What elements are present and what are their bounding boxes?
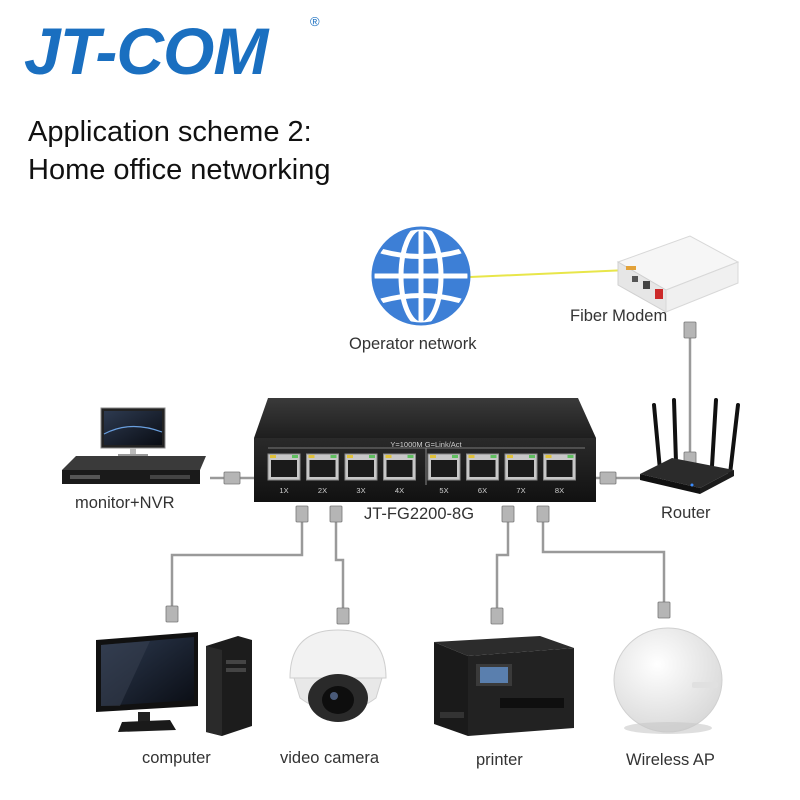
- switch-port-5x: [427, 453, 461, 481]
- port-label-2x: 2X: [317, 486, 328, 495]
- switch-legend: Y=1000M G=Link/Act: [390, 440, 462, 449]
- port-label-7x: 7X: [516, 486, 526, 495]
- port-label-5x: 5X: [439, 486, 449, 495]
- brand-logo: JT-COM: [24, 14, 268, 88]
- cable-printer: [495, 510, 510, 612]
- switch-device: [254, 398, 596, 502]
- wireless-ap-icon: [613, 627, 723, 734]
- port-label-8x: 8X: [554, 486, 565, 495]
- port-label-1x: 1X: [279, 486, 289, 495]
- monitor-nvr-label: monitor+NVR: [75, 494, 175, 512]
- switch-model-label: JT-FG2200-8G: [364, 505, 475, 523]
- cable-ap: [541, 510, 666, 606]
- fiber-modem-icon: [616, 235, 740, 313]
- video-camera-icon: [289, 629, 387, 722]
- globe-icon: [371, 225, 471, 327]
- heading-line-2: Home office networking: [28, 154, 331, 186]
- switch-port-8x: [543, 453, 576, 481]
- switch-port-3x: [344, 453, 378, 481]
- switch-port-2x: [306, 453, 339, 481]
- heading-line-1: Application scheme 2:: [28, 116, 312, 148]
- router-label: Router: [661, 504, 711, 522]
- cables: [170, 330, 692, 612]
- port-label-4x: 4X: [394, 486, 405, 495]
- wireless-ap-label: Wireless AP: [626, 751, 715, 769]
- port-label-3x: 3X: [356, 486, 366, 495]
- monitor-nvr-icon: [62, 407, 206, 484]
- switch-ports: [267, 453, 576, 481]
- switch-port-1x: [267, 453, 301, 481]
- cable-computer: [170, 510, 304, 608]
- fiber-modem-label: Fiber Modem: [570, 307, 668, 325]
- fiber-line: [469, 269, 629, 278]
- switch-port-6x: [466, 453, 499, 481]
- cable-connectors: [165, 321, 697, 625]
- cable-camera: [334, 510, 345, 612]
- switch-port-7x: [504, 453, 538, 481]
- port-label-6x: 6X: [477, 486, 488, 495]
- router-icon: [640, 398, 740, 494]
- computer-label: computer: [142, 749, 211, 767]
- printer-label: printer: [476, 751, 523, 769]
- operator-network-label: Operator network: [349, 335, 477, 353]
- registered-mark: ®: [310, 14, 320, 29]
- switch-port-4x: [383, 453, 416, 481]
- computer-icon: [96, 632, 252, 736]
- printer-icon: [434, 636, 574, 736]
- video-camera-label: video camera: [280, 749, 380, 767]
